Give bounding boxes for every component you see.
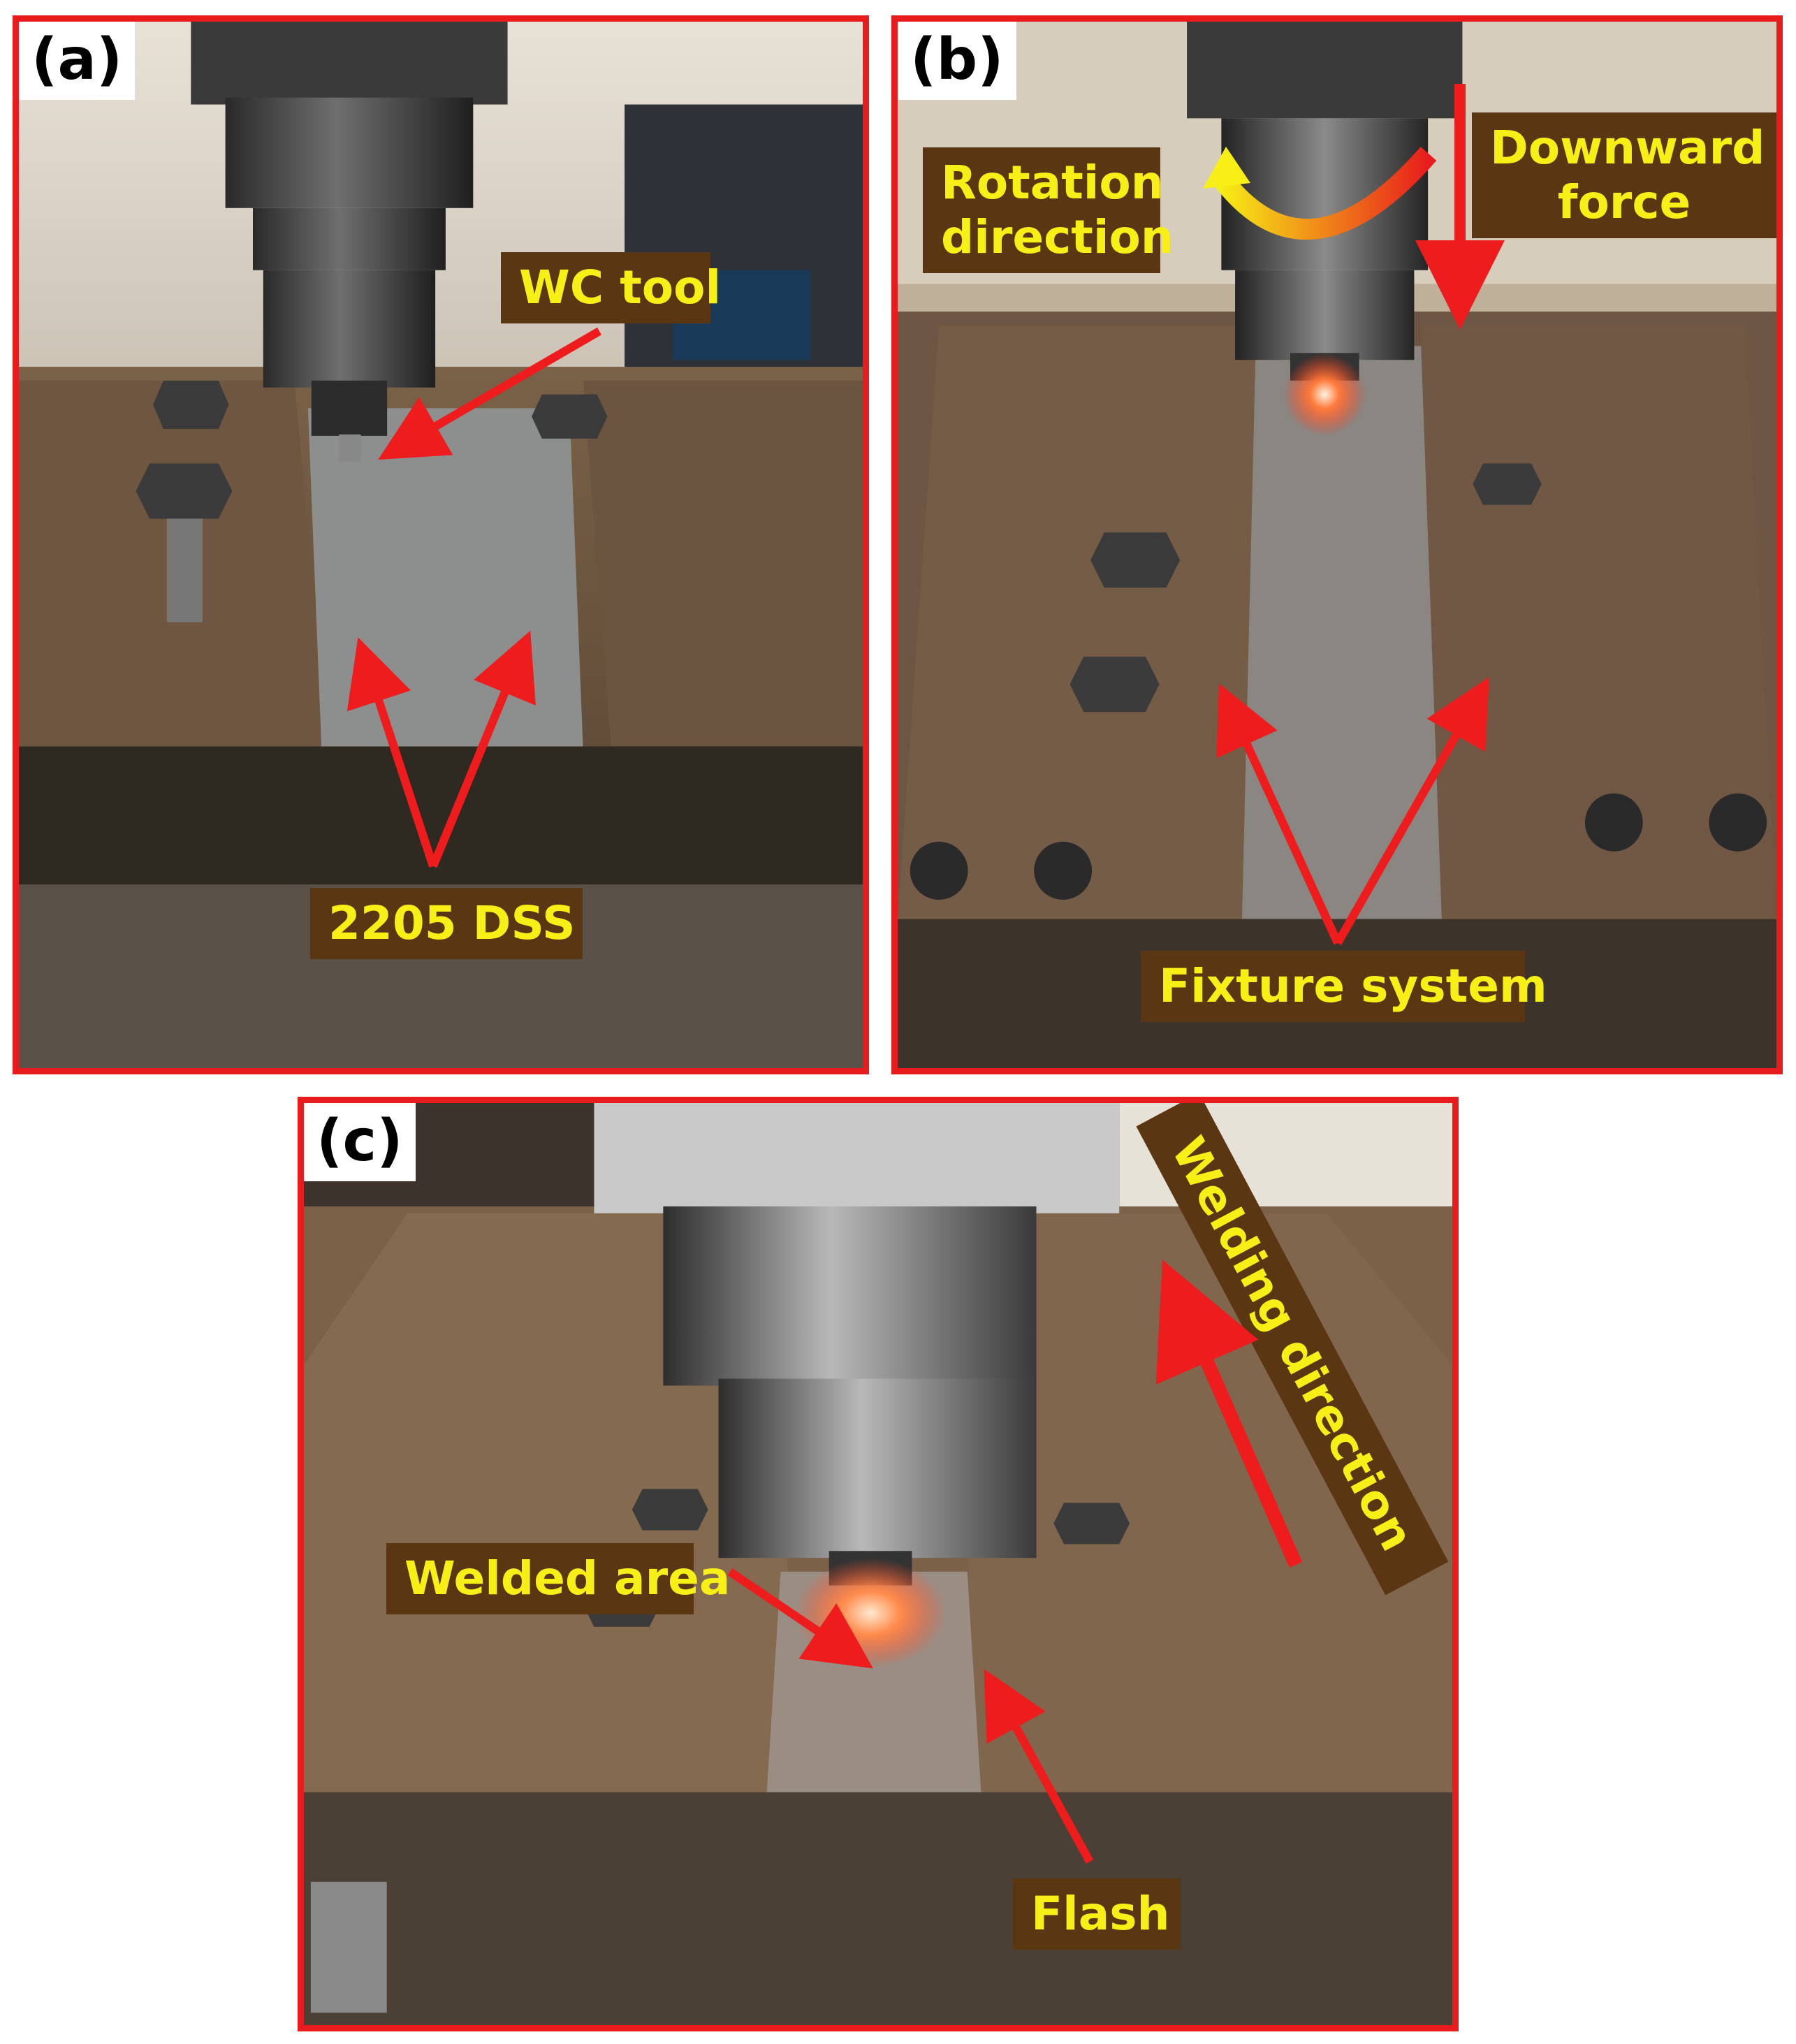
flash-label: Flash — [1013, 1878, 1181, 1950]
panel-b: (b) Rotation direction Downward force Fi… — [891, 15, 1783, 1074]
downward-force-label-line2: force — [1557, 175, 1691, 229]
downward-force-label: Downward force — [1472, 112, 1776, 238]
rotation-label-line2: direction — [941, 210, 1174, 264]
panel-c: (c) Welded area Flash Welding direction — [298, 1097, 1459, 2031]
panel-b-letter: (b) — [898, 22, 1016, 100]
panel-a-photo — [19, 22, 863, 1068]
wc-tool-label: WC tool — [501, 252, 721, 323]
downward-force-label-line1: Downward — [1490, 121, 1765, 175]
panel-c-letter: (c) — [304, 1103, 416, 1181]
welded-area-label: Welded area — [386, 1543, 730, 1614]
panel-a: (a) WC tool 2205 DSS — [13, 15, 869, 1074]
fixture-system-label: Fixture system — [1141, 951, 1547, 1022]
rotation-label: Rotation direction — [923, 147, 1174, 273]
dss-label: 2205 DSS — [310, 888, 583, 959]
panel-a-letter: (a) — [19, 22, 136, 100]
rotation-label-line1: Rotation — [941, 156, 1164, 210]
